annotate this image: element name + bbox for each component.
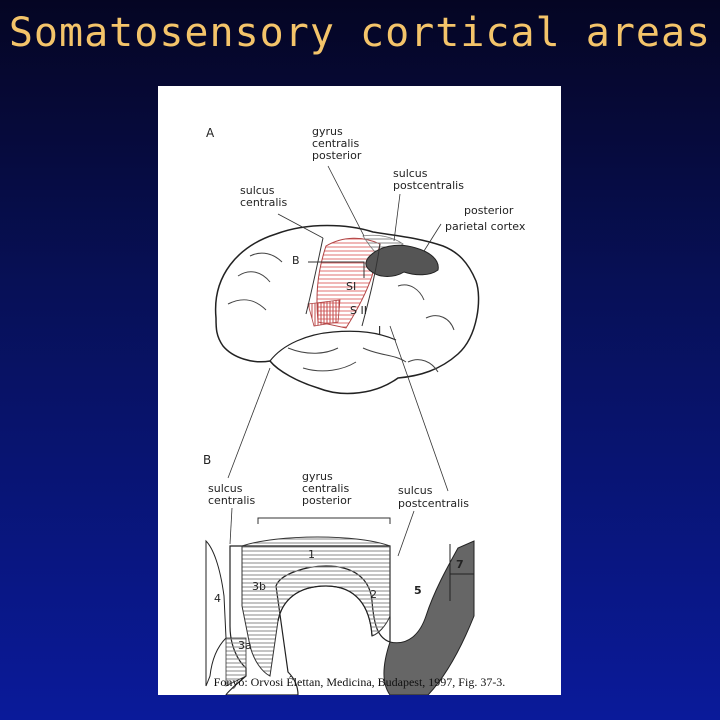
panel-b-letter: B <box>203 453 211 467</box>
white-matter-arch <box>277 585 373 637</box>
b-sulcus-post-line1: sulcus <box>398 484 433 497</box>
b-sulcus-centralis-line2: centralis <box>208 494 255 507</box>
b-sulcus-post-line2: postcentralis <box>398 497 469 510</box>
b-sulcus-centralis-line1: sulcus <box>208 482 243 495</box>
postcentral-sulcus-line <box>361 243 381 327</box>
a-s1-label: SI <box>346 280 356 293</box>
a-sulcus-post-line2: postcentralis <box>393 179 464 192</box>
gyrus-bracket <box>257 517 391 524</box>
b-area-3b: 3b <box>252 580 266 593</box>
a-mark-b: B <box>292 254 300 267</box>
slide-title: Somatosensory cortical areas <box>8 10 712 56</box>
b-gyrus-line3: posterior <box>302 494 352 507</box>
b-area-5: 5 <box>414 584 422 597</box>
b-area-1: 1 <box>308 548 315 561</box>
a-gyrus-line3: posterior <box>312 149 362 162</box>
a-mark-i: I <box>378 324 381 337</box>
b-area-7: 7 <box>456 558 464 571</box>
b-area-4: 4 <box>214 592 221 605</box>
lateral-sulcus <box>269 330 397 362</box>
a-ppc-line1: posterior <box>464 204 514 217</box>
a-gyrus-line2: centralis <box>312 137 359 150</box>
area-4-region <box>205 539 227 687</box>
b-area-2: 2 <box>370 588 377 601</box>
area-5-7-region <box>383 540 475 695</box>
a-gyrus-line1: gyrus <box>312 125 343 138</box>
panel-a-letter: A <box>206 126 215 140</box>
figure-citation: Fonyó: Orvosi Élettan, Medicina, Budapes… <box>213 675 506 689</box>
area-ppc <box>365 244 439 277</box>
temporal-gyri <box>287 347 407 372</box>
a-sulcus-centralis-line1: sulcus <box>240 184 275 197</box>
a-sulcus-post-line1: sulcus <box>393 167 428 180</box>
brain-figure: A gyrus centralis posterior sulcus centr… <box>203 125 526 695</box>
projection-line-left <box>227 367 271 479</box>
central-sulcus-line <box>305 237 324 315</box>
section-b-bracket <box>308 261 365 278</box>
area-s2 <box>307 299 341 327</box>
b-gyrus-line1: gyrus <box>302 470 333 483</box>
area-1-2-3b-band <box>241 536 391 677</box>
b-area-3a: 3a <box>238 639 252 652</box>
a-ppc-line2: parietal cortex <box>445 220 526 233</box>
a-s2-label: S II <box>350 304 367 317</box>
cortex-gyri <box>227 252 455 373</box>
area-3a-region <box>225 637 247 687</box>
figure-panel: A gyrus centralis posterior sulcus centr… <box>158 86 561 695</box>
a-sulcus-centralis-line2: centralis <box>240 196 287 209</box>
projection-line-right <box>389 325 449 492</box>
b-gyrus-line2: centralis <box>302 482 349 495</box>
